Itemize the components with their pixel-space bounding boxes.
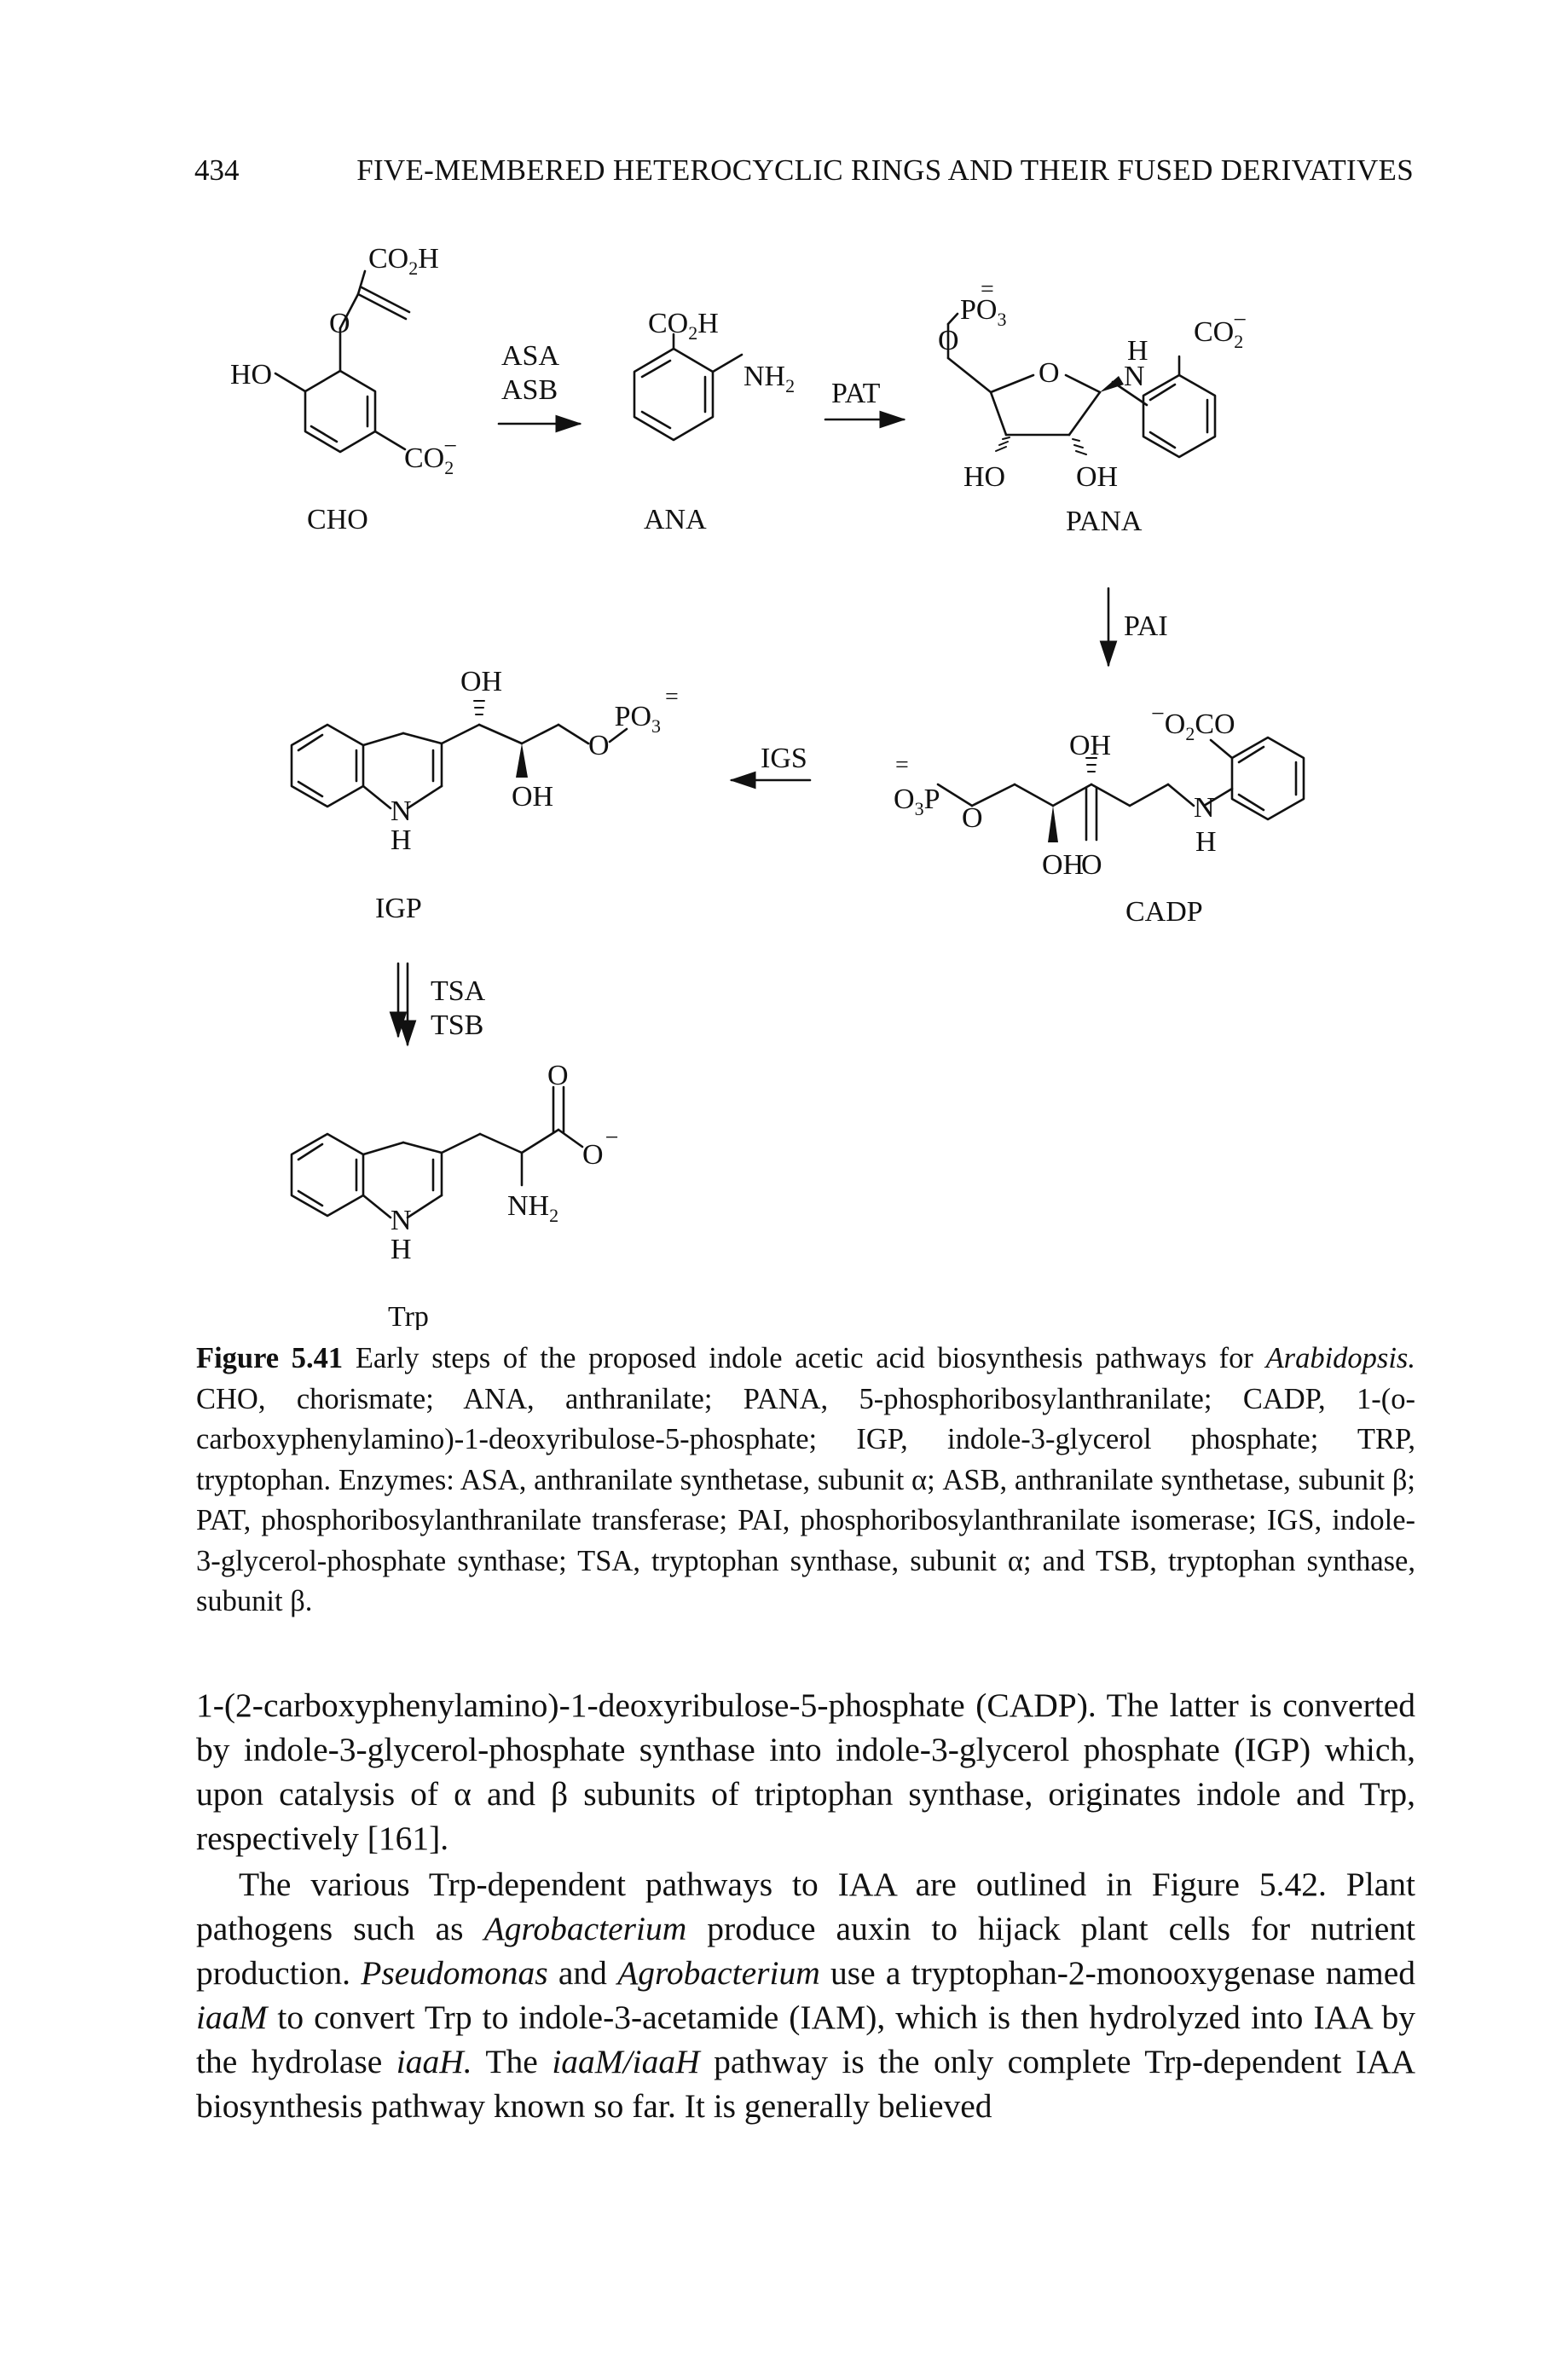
page-number: 434 [194,153,240,187]
cadp-n-h: H [1195,826,1217,858]
compound-label-cho: CHO [307,504,368,535]
pana-nh-n: N [1124,361,1145,392]
cadp-n: N [1194,792,1215,824]
igp-n-h: H [391,824,412,856]
trp-structure [290,1085,584,1219]
figure-label: Figure 5.41 [196,1342,344,1374]
pana-po3: PO3 [960,294,1006,330]
enzyme-tsb: TSB [431,1009,483,1041]
enzyme-asa: ASA [501,340,559,372]
compound-label-trp: Trp [388,1301,429,1330]
running-header: 434 FIVE-MEMBERED HETEROCYCLIC RINGS AND… [194,153,1414,196]
pana-oh: OH [1076,461,1118,493]
cadp-structure [936,736,1305,842]
cho-co2h: CO2H [368,243,439,279]
cadp-phosphate-eq: = [895,752,909,778]
enzyme-pat: PAT [831,378,881,409]
enzyme-igs: IGS [761,743,807,774]
reaction-scheme: CO2H O HO CO2− CHO ASA ASB CO2H NH2 ANA … [230,243,1305,1330]
compound-label-pana: PANA [1066,506,1143,537]
trp-n: N [391,1205,412,1236]
pana-ho: HO [963,461,1005,493]
trp-nh2: NH2 [507,1190,558,1226]
cho-carboxylate: CO2− [404,433,457,478]
running-title: FIVE-MEMBERED HETEROCYCLIC RINGS AND THE… [356,153,1414,187]
cadp-carboxylate: −O2CO [1151,701,1235,744]
trp-carboxylate-o: O− [582,1125,618,1171]
compound-label-ana: ANA [644,504,707,535]
pana-phosphate-eq: = [981,276,994,303]
trp-keto-o: O [547,1060,569,1091]
cadp-hash-bond [1085,757,1097,772]
igp-oh-bottom: OH [512,781,553,813]
cadp-keto-o: O [1081,849,1102,881]
paragraph: 1-(2-carboxyphenylamino)-1-deoxyribulose… [196,1686,1415,1857]
compound-label-cadp: CADP [1125,896,1203,928]
ana-nh2: NH2 [743,361,795,396]
igp-oh-top: OH [460,666,502,697]
cadp-wedge-bond [1048,806,1058,842]
igp-o-po3: OPO3 [588,701,661,761]
pana-nh-h: H [1127,335,1149,367]
paragraph: The various Trp-dependent pathways to IA… [196,1866,1416,2125]
igp-hash-bond [473,700,485,715]
pana-ring-o: O [1039,357,1060,389]
enzyme-asb: ASB [501,374,558,406]
igp-phosphate-eq: = [665,684,679,710]
body-text: 1-(2-carboxyphenylamino)-1-deoxyribulose… [196,1683,1415,2128]
ana-structure [633,333,743,442]
pana-structure [946,312,1217,459]
figure-caption: Figure 5.41 Early steps of the proposed … [196,1342,1415,1617]
cho-structure [274,269,411,454]
pana-carboxylate: CO2− [1194,307,1247,352]
igp-structure [290,723,628,810]
cadp-o3p: O3P [894,784,940,819]
cho-ether-o: O [329,308,350,339]
pana-wedge-bond [1100,376,1124,392]
enzyme-pai: PAI [1124,610,1168,642]
pana-hash-bonds [995,437,1087,455]
ana-co2h: CO2H [648,308,719,344]
compound-label-igp: IGP [375,893,422,924]
cadp-ester-o: O [962,802,983,834]
enzyme-tsa: TSA [431,975,486,1007]
igp-wedge-bond [516,743,528,778]
cho-ho: HO [230,359,272,390]
cadp-oh-bottom: OH [1042,849,1084,881]
cadp-oh-top: OH [1069,730,1111,761]
pana-phosphate-o: O [938,325,959,356]
trp-n-h: H [391,1234,412,1265]
igp-n: N [391,795,412,827]
